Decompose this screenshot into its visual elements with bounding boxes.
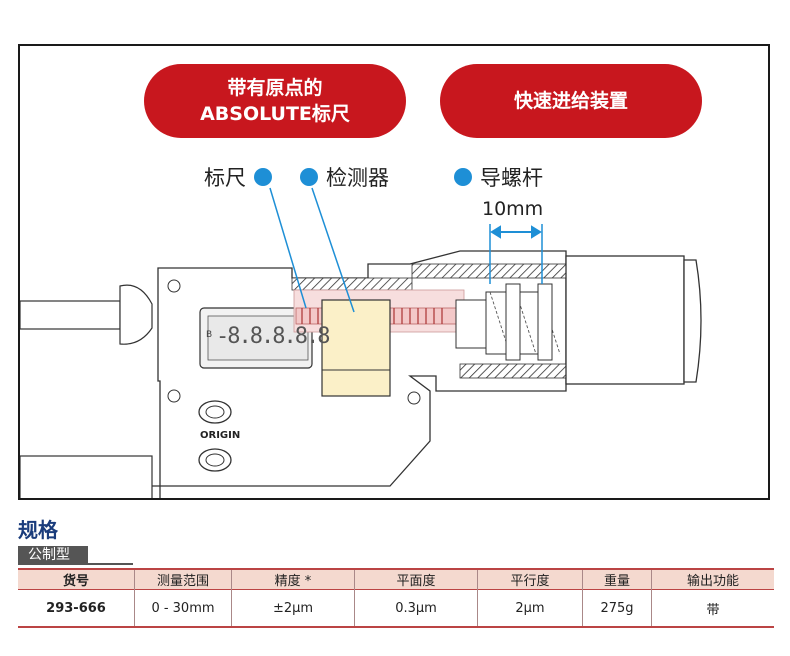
lcd-panel bbox=[207, 315, 309, 361]
callout-detector: 检测器 bbox=[300, 162, 389, 192]
cell-part-no: 293-666 bbox=[18, 589, 135, 628]
callout-dot-icon bbox=[454, 168, 472, 186]
pill-right-label: 快速进给装置 bbox=[513, 90, 628, 112]
micrometer-diagram: 带有原点的 ABSOLUTE标尺 快速进给装置 标尺 检测器 导螺杆 10mm … bbox=[18, 44, 770, 500]
sleeve-hatch-lower bbox=[459, 363, 567, 379]
callout-lines bbox=[269, 187, 355, 313]
header-part-no: 货号 bbox=[18, 568, 135, 590]
spindle-collar bbox=[119, 284, 153, 345]
screw-collar-2 bbox=[537, 283, 553, 361]
screw-head-1 bbox=[167, 279, 181, 293]
cell-flatness: 0.3μm bbox=[354, 589, 478, 628]
header-output: 输出功能 bbox=[651, 568, 774, 590]
quick-feed-pill: 快速进给装置 bbox=[440, 64, 702, 138]
lcd-digits: -8.8.8.8.8 bbox=[216, 324, 330, 349]
dimension-arrow bbox=[489, 224, 543, 284]
header-parallelism: 平行度 bbox=[477, 568, 583, 590]
cell-output: 带 bbox=[651, 589, 774, 628]
callout-dot-icon bbox=[300, 168, 318, 186]
origin-label: ORIGIN bbox=[200, 430, 241, 441]
pill-left-line1: 带有原点的 bbox=[227, 77, 323, 99]
spindle-rod bbox=[20, 300, 121, 330]
screw-head-2 bbox=[167, 389, 181, 403]
lower-frame bbox=[20, 455, 153, 498]
scale-ticks bbox=[301, 308, 443, 324]
thimble bbox=[565, 255, 685, 385]
cell-parallelism: 2μm bbox=[477, 589, 583, 628]
spec-title: 规格 bbox=[18, 518, 58, 542]
header-accuracy: 精度 * bbox=[231, 568, 355, 590]
dimension-label: 10mm bbox=[482, 198, 544, 220]
callout-dot-icon bbox=[254, 168, 272, 186]
absolute-scale-pill: 带有原点的 ABSOLUTE标尺 bbox=[144, 64, 406, 138]
callout-detector-label: 检测器 bbox=[326, 166, 389, 190]
sleeve-hatch-top bbox=[291, 277, 413, 291]
header-flatness: 平面度 bbox=[354, 568, 478, 590]
screw-collar bbox=[505, 283, 521, 361]
pill-left-line2: ABSOLUTE标尺 bbox=[200, 103, 350, 125]
callout-scale: 标尺 bbox=[204, 162, 272, 192]
cell-range: 0 - 30mm bbox=[134, 589, 232, 628]
detector-block bbox=[321, 299, 391, 397]
spec-table: 货号 测量范围 精度 * 平面度 平行度 重量 输出功能 293-666 0 -… bbox=[18, 568, 774, 628]
lcd-indicator: B bbox=[206, 330, 213, 340]
header-weight: 重量 bbox=[582, 568, 652, 590]
table-row: 293-666 0 - 30mm ±2μm 0.3μm 2μm 275g 带 bbox=[18, 589, 774, 628]
callout-scale-label: 标尺 bbox=[204, 166, 246, 190]
header-range: 测量范围 bbox=[134, 568, 232, 590]
screw-head-3 bbox=[407, 391, 421, 405]
spec-header-row: 货号 测量范围 精度 * 平面度 平行度 重量 输出功能 bbox=[18, 568, 774, 590]
sleeve-hatch-upper bbox=[411, 263, 567, 279]
cell-accuracy: ±2μm bbox=[231, 589, 355, 628]
micrometer-illustration bbox=[20, 187, 702, 498]
cell-weight: 275g bbox=[582, 589, 652, 628]
ratchet bbox=[683, 259, 702, 383]
spindle-shaft bbox=[455, 299, 487, 349]
callout-lead-screw-label: 导螺杆 bbox=[480, 166, 543, 190]
divider bbox=[18, 563, 133, 565]
callout-lead-screw: 导螺杆 bbox=[454, 162, 543, 192]
spec-subtitle: 公制型 bbox=[18, 546, 88, 564]
